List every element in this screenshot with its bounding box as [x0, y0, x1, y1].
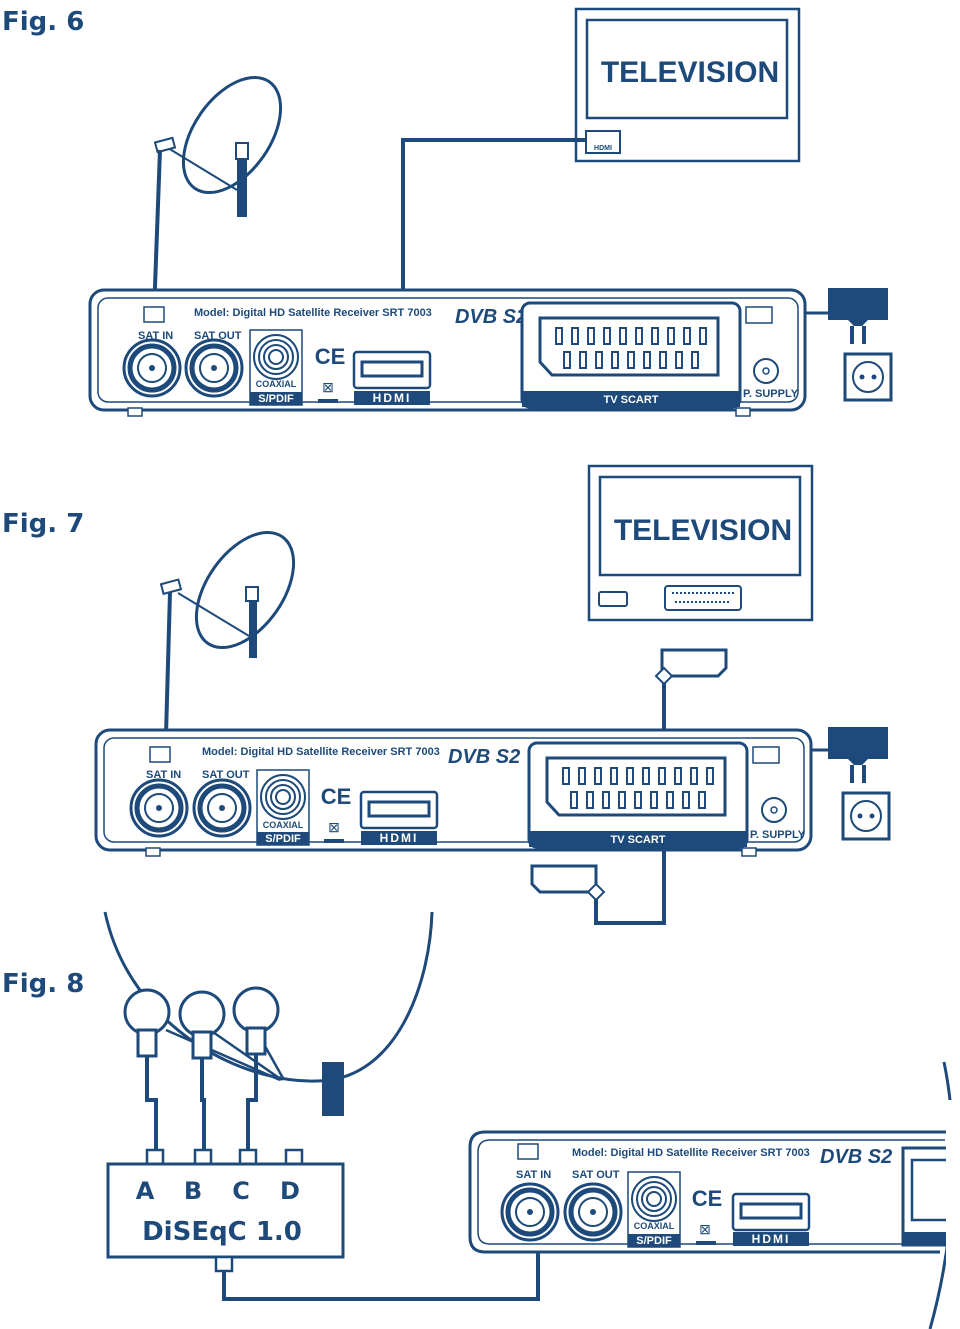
weee-bin-icon: ⊠ — [322, 379, 334, 395]
hdmi-label: HDMI — [752, 1232, 791, 1246]
coaxial-label: COAXIAL — [634, 1221, 675, 1231]
ce-mark: CE — [692, 1186, 723, 1211]
power-plug-icon — [828, 727, 888, 783]
figure-label: Fig. 7 — [2, 509, 84, 539]
figure-label: Fig. 8 — [2, 969, 84, 999]
figure-8: Fig. 8 A B C — [2, 911, 960, 1329]
tv-title: TELEVISION — [601, 56, 779, 89]
diseqc-port-d: D — [280, 1177, 300, 1205]
power-plug-icon — [828, 288, 888, 344]
television: TELEVISION — [587, 464, 814, 622]
spdif-label: S/PDIF — [258, 393, 294, 405]
diseqc-port-b: B — [184, 1177, 202, 1205]
tv-title: TELEVISION — [614, 514, 792, 547]
tv-scart-label: TV SCART — [604, 394, 659, 406]
receiver-back-panel: Model: Digital HD Satellite Receiver SRT… — [94, 728, 813, 857]
wall-socket-icon — [843, 352, 893, 402]
figure-label: Fig. 6 — [2, 7, 84, 37]
coaxial-spdif-port — [253, 334, 299, 380]
tv-scart-port-icon — [664, 585, 742, 611]
p-supply-label: P. SUPPLY — [743, 388, 799, 400]
figure-6: Fig. 6 TELEVISION HDMI — [2, 7, 893, 417]
weee-bin-icon: ⊠ — [699, 1221, 711, 1237]
diseqc-switch: A B C D DiSEqC 1.0 — [106, 1148, 345, 1273]
p-supply-label: P. SUPPLY — [750, 829, 806, 841]
spdif-label: S/PDIF — [636, 1235, 672, 1247]
sat-out-port — [194, 780, 250, 836]
sat-out-label: SAT OUT — [202, 769, 250, 781]
coaxial-spdif-port — [631, 1176, 677, 1222]
sat-in-label: SAT IN — [146, 769, 181, 781]
receiver-back-panel: Model: Digital HD Satellite Receiver SRT… — [88, 288, 807, 417]
sat-out-label: SAT OUT — [194, 330, 242, 342]
ce-mark: CE — [315, 344, 346, 369]
sat-in-port — [502, 1184, 558, 1240]
hdmi-label: HDMI — [380, 831, 419, 845]
tv-hdmi-port-label: HDMI — [594, 145, 612, 152]
dvb-logo: DVB S2 — [448, 746, 520, 768]
receiver-back-panel: Model: Digital HD Satellite Receiver SRT… — [468, 1130, 950, 1254]
diseqc-name: DiSEqC 1.0 — [142, 1217, 302, 1247]
sat-out-port — [565, 1184, 621, 1240]
weee-bin-icon: ⊠ — [328, 819, 340, 835]
lnb-cables — [145, 1054, 258, 1150]
sat-in-port — [131, 780, 187, 836]
diseqc-port-a: A — [136, 1177, 155, 1205]
tv-hdmi-port-icon — [598, 591, 628, 607]
coaxial-spdif-port — [260, 774, 306, 820]
satellite-dish-icon — [159, 513, 315, 667]
hdmi-label: HDMI — [373, 391, 412, 405]
spdif-label: S/PDIF — [265, 833, 301, 845]
sat-out-label: SAT OUT — [572, 1169, 620, 1181]
sat-in-label: SAT IN — [516, 1169, 551, 1181]
model-label: Model: Digital HD Satellite Receiver SRT… — [202, 746, 440, 758]
diseqc-port-c: C — [232, 1177, 250, 1205]
dvb-logo: DVB S2 — [820, 1146, 892, 1168]
sat-in-port — [124, 340, 180, 396]
sat-out-port — [186, 340, 242, 396]
tv-scart-label: TV SCART — [611, 834, 666, 846]
coaxial-label: COAXIAL — [256, 379, 297, 389]
figure-7: Fig. 7 TELEVISION — [2, 464, 891, 925]
satellite-dish-icon — [153, 58, 302, 217]
wall-socket-icon — [841, 791, 891, 841]
coaxial-label: COAXIAL — [263, 820, 304, 830]
model-label: Model: Digital HD Satellite Receiver SRT… — [194, 307, 432, 319]
model-label: Model: Digital HD Satellite Receiver SRT… — [572, 1147, 810, 1159]
television: TELEVISION HDMI — [574, 7, 801, 163]
dvb-logo: DVB S2 — [455, 306, 527, 328]
ce-mark: CE — [321, 784, 352, 809]
